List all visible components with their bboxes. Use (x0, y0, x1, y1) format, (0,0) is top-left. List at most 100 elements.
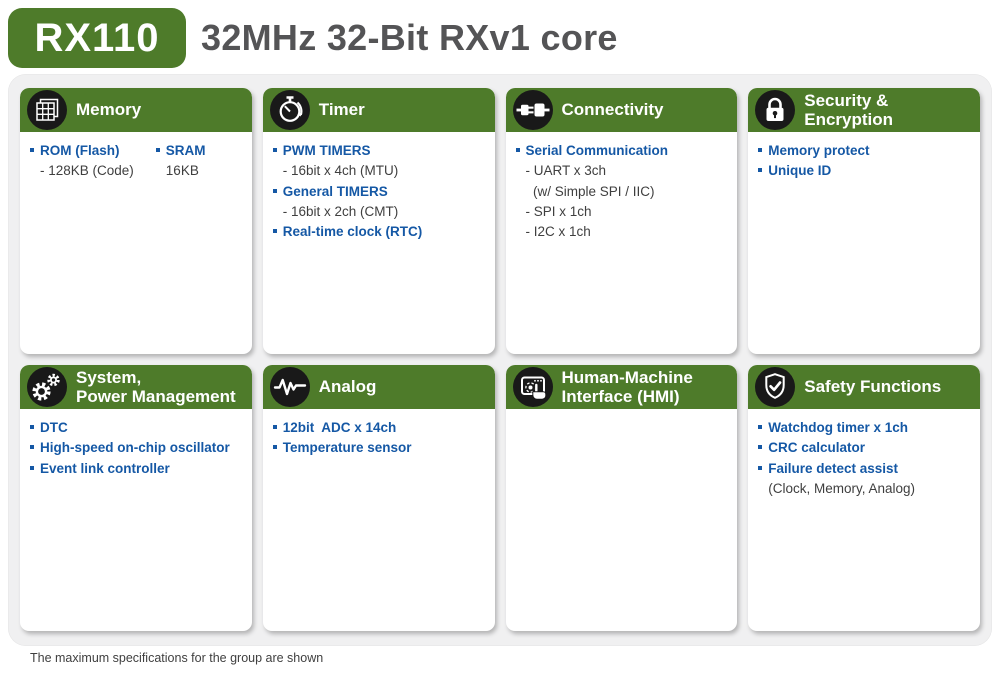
bullet-square-icon (272, 425, 277, 429)
card-header: Safety Functions (748, 365, 980, 409)
list-item: Failure detect assist (Clock, Memory, Ana… (758, 459, 974, 500)
feature-line: PWM TIMERS (272, 141, 489, 161)
card-columns: ROM (Flash) - 128KB (Code) SRAM 16KB (30, 141, 246, 182)
feature-line: General TIMERS (272, 182, 489, 202)
list-item: Unique ID (758, 161, 974, 181)
list-item: 12bit ADC x 14ch (272, 418, 489, 438)
bullet-square-icon (272, 148, 277, 152)
card-title: Connectivity (561, 100, 664, 120)
feature-label: High-speed on-chip oscillator (40, 440, 230, 456)
feature-label: Real-time clock (RTC) (282, 224, 423, 239)
list-item: ROM (Flash) - 128KB (Code) (30, 141, 134, 182)
card-header: System, Power Management (20, 365, 252, 409)
page-header: RX110 32MHz 32-Bit RXv1 core (8, 8, 992, 68)
feature-label: Temperature sensor (282, 440, 412, 456)
feature-line: Watchdog timer x 1ch (758, 418, 974, 438)
feature-line: ROM (Flash) (30, 141, 134, 161)
feature-subline: - I2C x 1ch (525, 224, 591, 239)
card-title: Analog (318, 377, 377, 397)
padlock-icon (755, 90, 796, 130)
card-column: SRAM 16KB (155, 141, 206, 182)
list-item: Serial Communication - UART x 3ch (w/ Sim… (515, 141, 732, 242)
feature-line: DTC (30, 418, 246, 438)
feature-label: Event link controller (40, 460, 170, 476)
card-body: PWM TIMERS- 16bit x 4ch (MTU)General TIM… (263, 132, 495, 242)
bullet-square-icon (758, 168, 763, 173)
card-hmi: Human-Machine Interface (HMI) (505, 365, 738, 631)
feature-subline: 16KB (165, 163, 199, 179)
list-item: High-speed on-chip oscillator (30, 438, 246, 458)
plug-icon (512, 90, 553, 130)
feature-line: Serial Communication (515, 141, 732, 161)
card-body: ROM (Flash) - 128KB (Code) SRAM 16KB (20, 132, 252, 182)
feature-line: Unique ID (758, 161, 974, 181)
list-item: SRAM 16KB (155, 141, 206, 182)
feature-label: General TIMERS (282, 183, 388, 199)
card-title: Memory (76, 100, 142, 120)
feature-subline: (w/ Simple SPI / IIC) (525, 183, 655, 199)
feature-label: Failure detect assist (768, 460, 899, 476)
list-item: Real-time clock (RTC) (272, 222, 489, 242)
feature-label: 12bit ADC x 14ch (282, 420, 397, 435)
feature-line: Real-time clock (RTC) (272, 222, 489, 242)
stopwatch-icon (269, 90, 310, 130)
bullet-square-icon (272, 445, 277, 450)
feature-label: SRAM (165, 143, 206, 158)
feature-subline: - UART x 3ch (525, 163, 607, 179)
card-header: Timer (262, 88, 495, 132)
list-item: General TIMERS - 16bit x 2ch (CMT) (272, 182, 489, 223)
list-item: PWM TIMERS- 16bit x 4ch (MTU) (272, 141, 489, 182)
feature-subline: - 128KB (Code) (40, 163, 134, 179)
memory-grid-icon (27, 90, 67, 130)
bullet-square-icon (30, 465, 34, 470)
gears-icon (27, 367, 67, 407)
product-badge: RX110 (8, 8, 186, 68)
bullet-square-icon (30, 425, 34, 429)
bullet-square-icon (155, 148, 160, 152)
feature-label: Serial Communication (525, 143, 669, 158)
list-item: CRC calculator (758, 438, 974, 458)
feature-label: PWM TIMERS (282, 143, 371, 158)
feature-subline: - 16bit x 2ch (CMT) (282, 203, 399, 219)
feature-line: Failure detect assist (758, 459, 974, 479)
card-header: Security & Encryption (748, 88, 980, 132)
feature-subline: - SPI x 1ch (525, 203, 592, 219)
feature-line: CRC calculator (758, 438, 974, 458)
card-body: Serial Communication - UART x 3ch (w/ Sim… (506, 132, 738, 242)
feature-label: ROM (Flash) (40, 143, 120, 158)
card-header: Connectivity (505, 88, 738, 132)
footer-note: The maximum specifications for the group… (30, 651, 324, 665)
list-item: Event link controller (30, 459, 246, 479)
card-header: Human-Machine Interface (HMI) (505, 365, 738, 409)
bullet-square-icon (30, 148, 34, 152)
card-column: ROM (Flash) - 128KB (Code) (30, 141, 134, 182)
feature-subline: (Clock, Memory, Analog) (768, 480, 916, 496)
feature-line: 12bit ADC x 14ch (272, 418, 489, 438)
page-title: 32MHz 32-Bit RXv1 core (201, 17, 618, 58)
waveform-icon (269, 367, 310, 407)
list-item: Temperature sensor (272, 438, 489, 458)
feature-line: Event link controller (30, 459, 246, 479)
bullet-square-icon (758, 445, 763, 450)
touch-screen-icon (512, 367, 553, 407)
bullet-square-icon (758, 425, 763, 429)
bullet-square-icon (272, 229, 277, 233)
feature-label: Memory protect (768, 143, 870, 158)
feature-label: Unique ID (768, 163, 832, 179)
card-title: Security & Encryption (804, 90, 894, 129)
feature-line: High-speed on-chip oscillator (30, 438, 246, 458)
card-title: Human-Machine Interface (HMI) (561, 367, 693, 406)
card-title: Safety Functions (804, 377, 942, 397)
